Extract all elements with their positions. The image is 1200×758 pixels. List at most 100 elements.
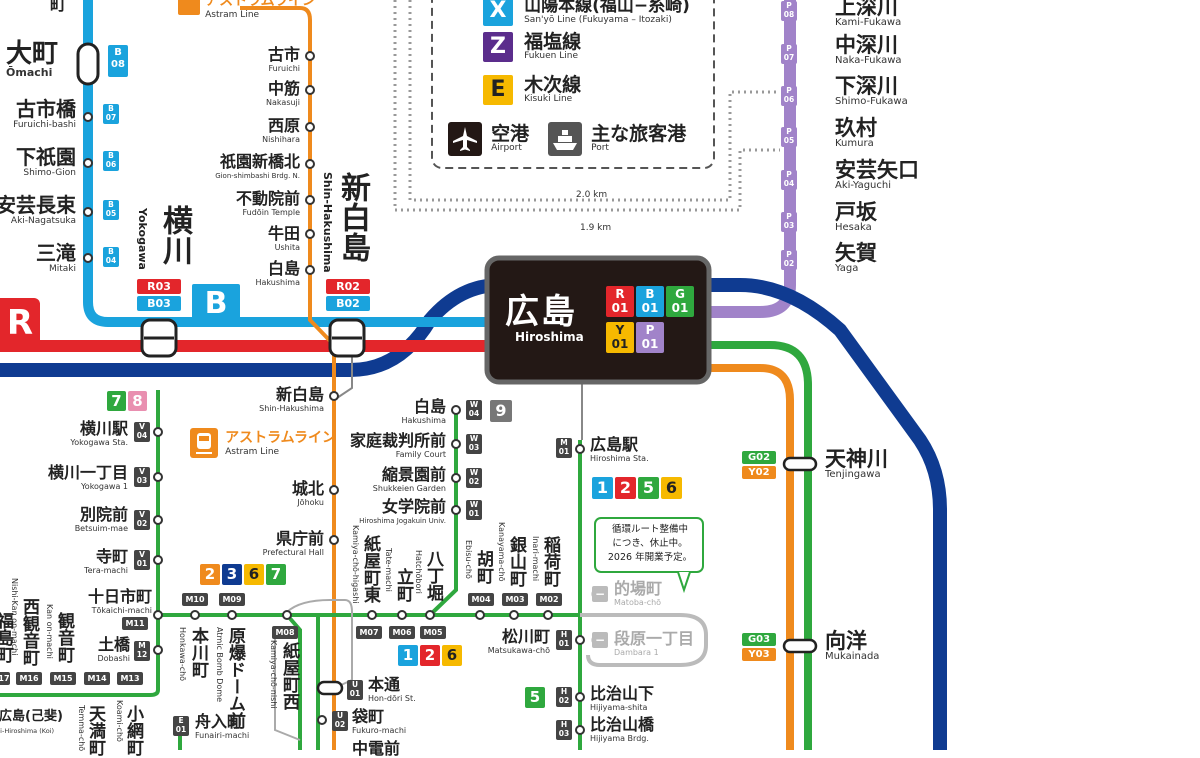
station-nishihiroshima-jp: 西広島(己斐): [0, 709, 63, 724]
walk-path-inner: [408, 0, 780, 202]
station-teramachi-en: Tera-machi: [84, 566, 128, 575]
station-matsukawacho-jp: 松川町: [501, 627, 550, 646]
station-yokogawa-jp: 横川: [157, 205, 192, 265]
station-furuichi-en: Furuichi: [268, 64, 300, 73]
station-akinagatsuka-jp: 安芸長束: [0, 193, 76, 217]
station-ushita-en: Ushita: [274, 243, 300, 252]
mukainada-marker: [782, 638, 818, 654]
astram-top-label: アストラムライン Astram Line: [178, 0, 316, 20]
station-kumura-en: Kumura: [835, 138, 874, 149]
station-fukuromachi-en: Fukuro-machi: [352, 726, 407, 735]
code-r02: R02: [326, 279, 370, 294]
station-omachi: 大町 Ōmachi: [6, 40, 58, 78]
code-m04: M04: [468, 593, 494, 606]
code-g02: G02: [742, 451, 776, 464]
route-3-chip: 3: [222, 564, 242, 585]
station-kannon-jp: 観音町: [54, 612, 74, 663]
station-omachi-jp: 大町: [6, 39, 59, 69]
station-inarimachi-jp: 稲荷町: [540, 536, 560, 587]
tram-circle-route: [580, 613, 708, 667]
legend-x-chip: X: [483, 0, 513, 26]
station-temmacho-jp: 天満町: [85, 705, 105, 756]
station-shukkeien-jp: 縮景園前: [381, 465, 446, 484]
station-johoku-jp: 城北: [291, 479, 324, 498]
walk-path-outer: [393, 0, 780, 212]
station-nakafukawa-jp: 中深川: [835, 33, 898, 57]
line-green: [705, 341, 812, 750]
station-yaga-jp: 矢賀: [835, 241, 877, 265]
station-tokaichimachi-en: Tōkaichi-machi: [91, 606, 152, 615]
station-hakushima-astram-en: Hakushima: [255, 278, 300, 287]
station-nakasuji-en: Nakasuji: [266, 98, 300, 107]
tram-gray-path: [274, 630, 301, 741]
station-yokogawa-sta-en: Yokogawa Sta.: [70, 438, 128, 447]
code-m13: M13: [117, 672, 143, 685]
code-m11: M11: [122, 617, 148, 630]
code-m08: M08: [272, 626, 298, 639]
station-shimogion-en: Shimo-Gion: [23, 168, 76, 178]
station-shukkeien-en: Shukkeien Garden: [372, 484, 446, 493]
walk-distance-2: 1.9 km: [580, 223, 612, 233]
closed-badge-1: −: [592, 586, 608, 602]
route-8-chip: 8: [128, 391, 147, 411]
code-m14: M14: [84, 672, 110, 685]
route-5-lower-chip: 5: [525, 687, 545, 708]
station-koamicho-en: Koami-chō: [115, 700, 124, 742]
legend-airport: 空港 Airport: [448, 122, 529, 156]
station-teramachi-jp: 寺町: [95, 547, 128, 566]
station-hatchobori-jp: 八丁堀: [423, 550, 443, 601]
route-2-lower-chip: 2: [420, 645, 440, 666]
station-hiroshima-sta-jp: 広島駅: [590, 435, 639, 454]
tram-branch-a: [285, 613, 302, 750]
code-m06: M06: [389, 626, 415, 639]
station-kamiyachonishi-jp: 紙屋町西: [279, 642, 299, 710]
station-kamiyachonishi-en: Kamiya-chō-nishi: [269, 640, 278, 709]
station-mitaki-en: Mitaki: [48, 264, 76, 274]
station-ebisucho-jp: 胡町: [473, 550, 493, 584]
notice-callout-box: [594, 517, 704, 573]
station-honkawacho-en: Honkawa-chō: [178, 627, 187, 682]
station-kamiyachohigashi-en: Kamiya-chō-higashi: [351, 525, 360, 604]
station-yaga-en: Yaga: [835, 263, 859, 274]
hub-en: Hiroshima: [515, 330, 584, 344]
route-9-chip: 9: [490, 400, 512, 422]
station-mukainada-en: Mukainada: [825, 651, 880, 662]
astram-top-icon: [178, 0, 200, 15]
legend-e-jp: 木次線: [524, 74, 582, 96]
station-ebisucho-en: Ebisu-chō: [464, 540, 473, 579]
astram-label: アストラムライン Astram Line: [190, 428, 336, 458]
station-mitaki-jp: 三滝: [36, 241, 76, 265]
station-hijiyamashita-jp: 比治山下: [590, 684, 655, 703]
code-m03: M03: [502, 593, 528, 606]
station-hesaka-en: Hesaka: [835, 222, 872, 233]
station-tatemachi-en: Tate-machi: [384, 548, 393, 592]
station-yokogawa1-en: Yokogawa 1: [80, 482, 128, 491]
legend-e-chip: E: [483, 75, 513, 105]
station-genbakudome-jp: 原爆ドーム前: [225, 627, 245, 729]
station-funairimachi-jp: 舟入町: [195, 712, 244, 731]
station-yokogawa-sta-jp: 横川駅: [79, 419, 128, 438]
station-dobashi-en: Dobashi: [97, 654, 131, 663]
station-tenjingawa-en: Tenjingawa: [825, 469, 881, 480]
